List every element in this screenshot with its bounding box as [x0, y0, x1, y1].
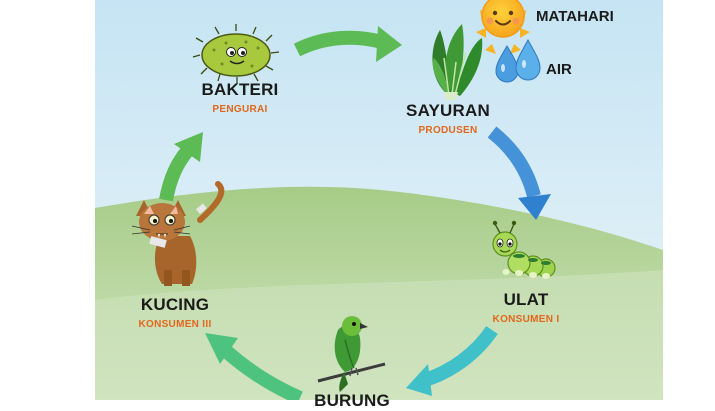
organism-bakteri: BAKTERI PENGURAI [202, 80, 279, 115]
organism-name-bakteri: BAKTERI [201, 80, 279, 99]
caterpillar-icon [492, 220, 556, 279]
organism-name-sayuran: SAYURAN [406, 101, 490, 120]
bacteria-icon [192, 24, 280, 84]
organism-role-bakteri: PENGURAI [212, 104, 268, 115]
organism-name-kucing: KUCING [140, 295, 210, 314]
organism-sayuran: SAYURAN PRODUSEN [406, 101, 490, 136]
organism-role-sayuran: PRODUSEN [418, 125, 478, 136]
arrow-burung-to-kucing [205, 333, 303, 400]
cat-icon [131, 181, 225, 286]
organism-role-ulat: KONSUMEN I [492, 314, 560, 325]
background [95, 0, 663, 400]
organism-name-ulat: ULAT [503, 290, 549, 309]
resource-air-label: AIR [546, 61, 572, 78]
organism-ulat: ULAT KONSUMEN I [493, 290, 560, 325]
organism-name-burung: BURUNG [314, 391, 390, 410]
arrow-sayuran-to-ulat [487, 126, 551, 220]
vegetable-icon [432, 24, 483, 100]
arrow-bakteri-to-sayuran [293, 26, 402, 62]
organism-burung: BURUNG [314, 391, 390, 411]
bird-icon [317, 316, 386, 392]
organism-role-kucing: KONSUMEN III [138, 319, 212, 330]
water-drops-icon [495, 38, 541, 83]
sun-icon [476, 0, 530, 54]
food-chain-diagram [95, 0, 663, 400]
resource-matahari-label: MATAHARI [536, 8, 614, 25]
arrow-kucing-to-bakteri [159, 132, 203, 202]
arrow-ulat-to-burung [406, 325, 498, 396]
organism-kucing: KUCING KONSUMEN III [138, 295, 211, 330]
